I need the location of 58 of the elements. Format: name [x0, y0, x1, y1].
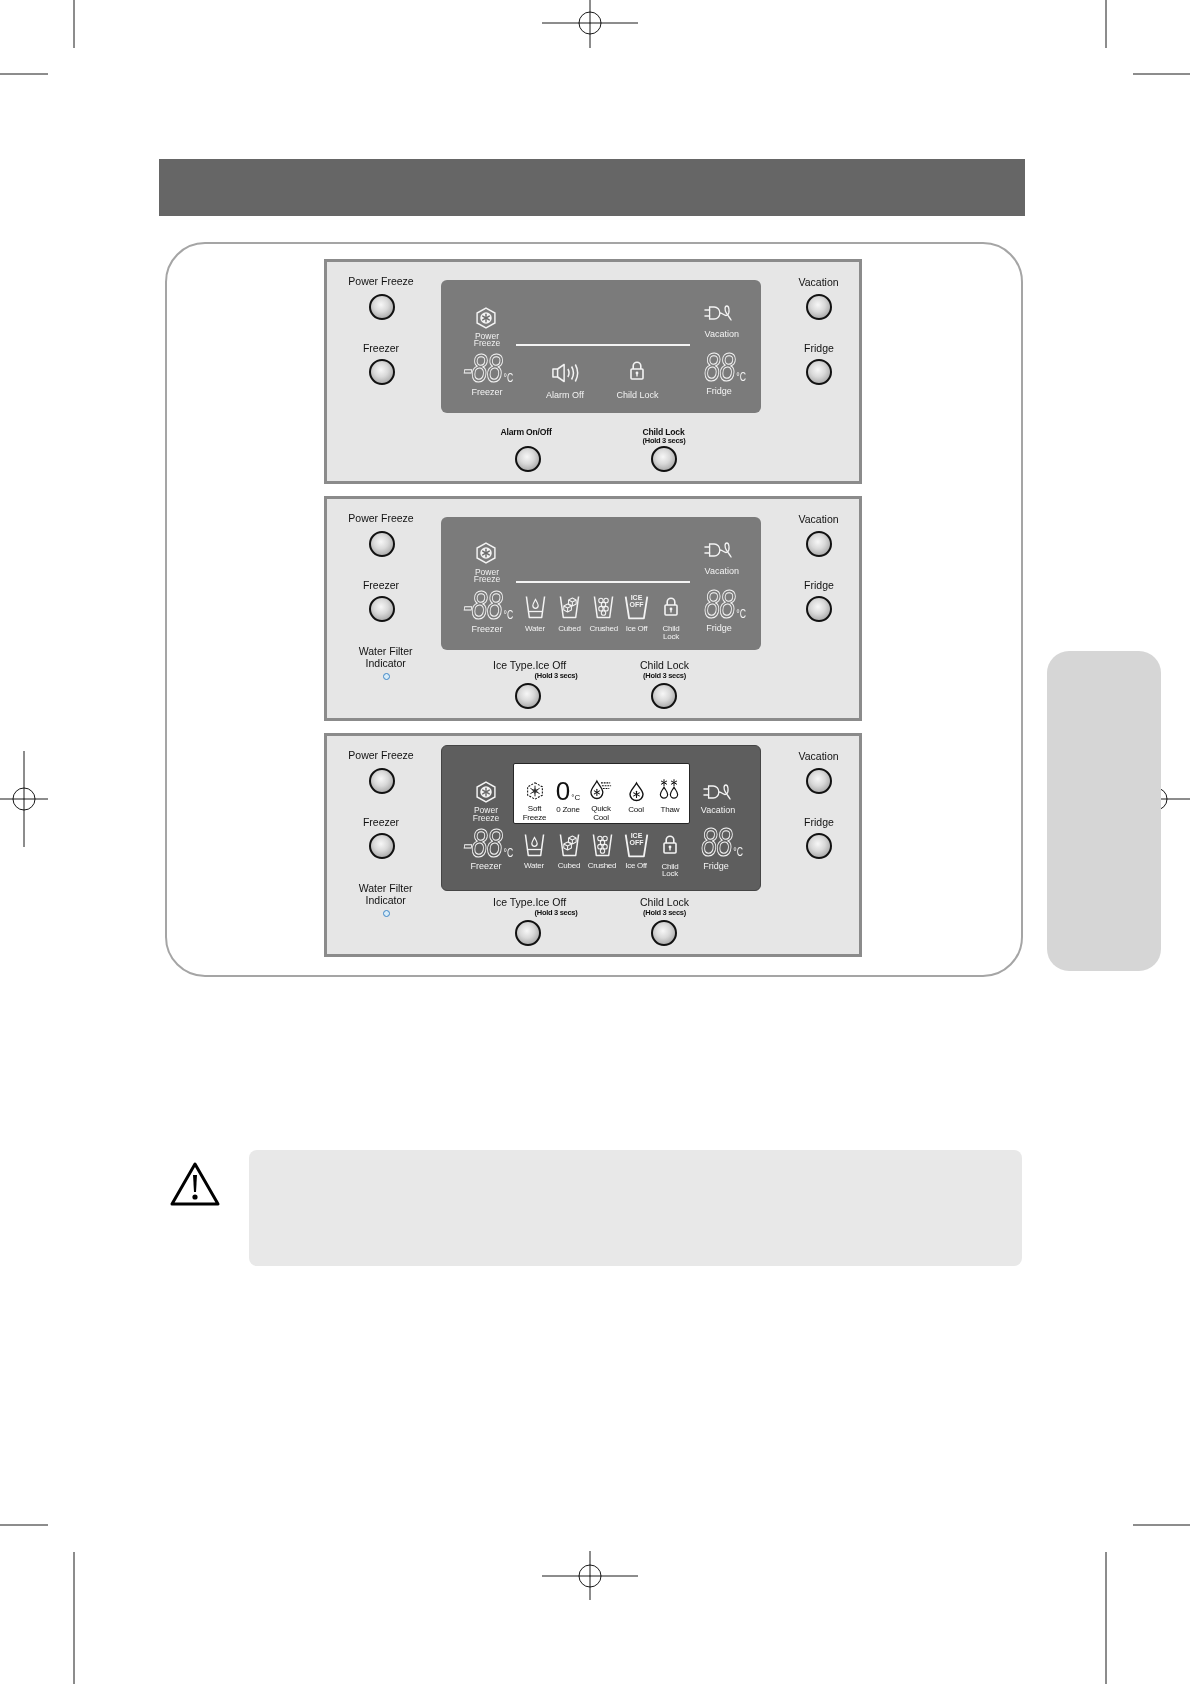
display-label: Water [525, 625, 545, 633]
button-label: Ice Type.Ice Off [493, 896, 567, 909]
button-label: Water Filter Indicator [357, 646, 414, 670]
display-label: Crushed [587, 862, 617, 870]
mode-label: Quick Cool [590, 805, 612, 824]
button-label: Child Lock [640, 896, 689, 909]
button-label: Alarm On/Off [500, 427, 552, 437]
button-label: Power Freeze [348, 275, 414, 288]
display-label: Ice Off [625, 862, 647, 870]
display-label: Child Lock [660, 862, 680, 879]
display-label: Power Freeze [472, 568, 502, 585]
button-label: Vacation [798, 751, 839, 763]
display-label: Fridge [706, 623, 732, 633]
display-label: Power Freeze [471, 807, 501, 823]
display-screen [441, 745, 761, 891]
display-screen [441, 517, 761, 650]
button-label: Water Filter Indicator [357, 883, 414, 907]
display-label: Cubed [557, 862, 581, 870]
display-label: Freezer [471, 624, 503, 634]
display-label: Child Lock [661, 625, 681, 641]
control-panel [324, 733, 862, 957]
display-label: Ice Off [625, 625, 648, 633]
display-label: Fridge [703, 861, 729, 871]
display-label: Child Lock [616, 390, 659, 400]
display-label: Freezer [471, 387, 503, 397]
button-label: Ice Type.Ice Off [493, 659, 567, 672]
button-label: Vacation [798, 277, 839, 289]
display-label: Freezer [470, 861, 502, 871]
control-panel [324, 259, 862, 484]
button-label: Power Freeze [348, 512, 414, 525]
button-label: Fridge [804, 580, 834, 592]
button-label: Freezer [362, 343, 400, 355]
display-label: Power Freeze [472, 332, 502, 349]
display-label: Alarm Off [546, 390, 584, 400]
display-label: Vacation [704, 329, 739, 339]
button-label: Freezer [362, 580, 400, 592]
mode-label: 0 Zone [556, 805, 580, 814]
mode-label: Soft Freeze [521, 805, 548, 824]
display-screen [441, 280, 761, 413]
display-label: Vacation [700, 805, 736, 815]
button-label: Fridge [804, 343, 834, 355]
button-label: Fridge [804, 817, 834, 829]
button-label: Freezer [362, 817, 400, 829]
button-label: Child Lock [642, 427, 685, 436]
mode-label: Cool [628, 805, 644, 814]
display-label: Vacation [704, 566, 739, 576]
control-panel [324, 496, 862, 721]
display-label: Crushed [589, 625, 618, 633]
button-label: Power Freeze [348, 749, 414, 762]
button-label: Child Lock [640, 659, 689, 672]
side-tab [1047, 651, 1161, 971]
display-label: Cubed [558, 625, 581, 633]
zone-display [513, 763, 690, 824]
button-label: Vacation [798, 514, 839, 526]
rounded-frame [165, 242, 1023, 977]
display-label: Water [524, 862, 544, 870]
display-label: Fridge [706, 386, 732, 396]
mode-label: Thaw [660, 805, 680, 814]
